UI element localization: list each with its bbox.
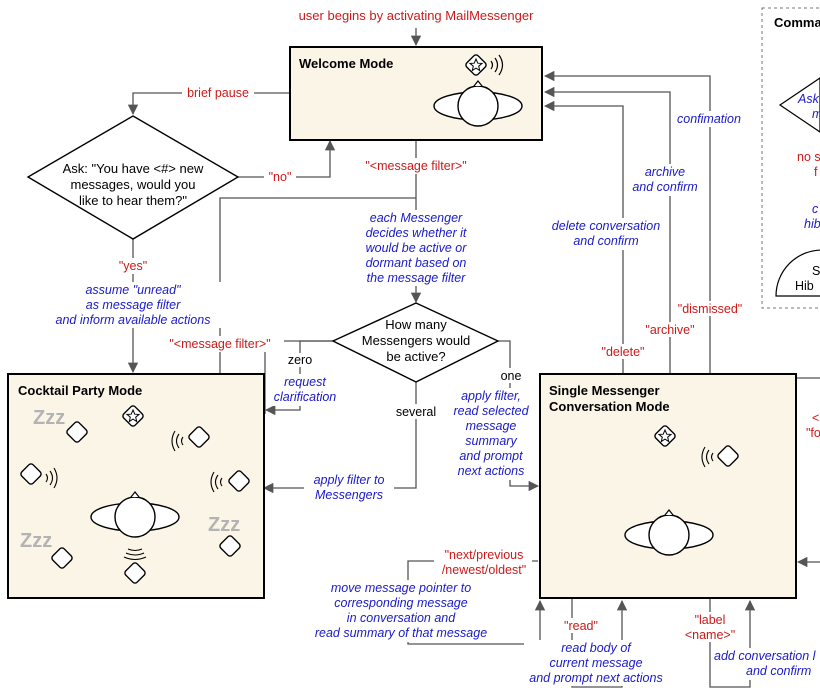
svg-text:message: message <box>466 419 517 433</box>
diagram-title: user begins by activating MailMessenger <box>299 8 535 23</box>
several-label: several <box>396 405 436 419</box>
svg-text:decides whether it: decides whether it <box>366 226 467 240</box>
svg-text:read summary of that message: read summary of that message <box>315 626 487 640</box>
svg-text:confimation: confimation <box>677 112 741 126</box>
svg-text:delete conversation: delete conversation <box>552 219 660 233</box>
request-clarification-note: request clarification <box>272 374 340 406</box>
svg-text:f: f <box>814 165 818 179</box>
svg-text:apply filter to: apply filter to <box>314 473 385 487</box>
svg-text:corresponding message: corresponding message <box>334 596 467 610</box>
svg-text:Ask: "You have <#> new: Ask: "You have <#> new <box>63 161 204 176</box>
message-filter-label: "<message filter>" <box>365 159 466 173</box>
brief-pause-label: brief pause <box>187 86 249 100</box>
each-messenger-note: each Messenger decides whether it would … <box>358 210 474 286</box>
svg-text:like to hear them?": like to hear them?" <box>79 193 187 208</box>
svg-text:read selected: read selected <box>453 404 529 418</box>
svg-text:each Messenger: each Messenger <box>370 211 463 225</box>
add-conversation-note: add conversation l and confirm <box>712 648 820 680</box>
cocktail-mode-title: Cocktail Party Mode <box>18 383 142 398</box>
no-label: "no" <box>269 170 292 184</box>
single-messenger-mode-box: Single Messenger Conversation Mode <box>539 373 797 599</box>
archive-confirm-note: archive and confirm <box>628 164 704 196</box>
svg-text:and prompt next actions: and prompt next actions <box>529 671 662 685</box>
cocktail-party-mode-box: Cocktail Party Mode Zzz Zzz Zzz <box>7 373 265 599</box>
speaker-waves-icon <box>490 54 504 76</box>
apply-filter-to-messengers-note: apply filter to Messengers <box>304 472 394 504</box>
svg-text:in conversation and: in conversation and <box>347 611 456 625</box>
svg-text:and inform available actions: and inform available actions <box>56 313 211 327</box>
svg-text:"fo: "fo <box>806 426 820 440</box>
svg-text:current message: current message <box>549 656 642 670</box>
svg-text:How many: How many <box>385 317 447 332</box>
one-label: one <box>501 369 522 383</box>
svg-text:Messengers would: Messengers would <box>362 333 470 348</box>
svg-text:would be active or: would be active or <box>366 241 468 255</box>
svg-text:messages, would you: messages, would you <box>70 177 195 192</box>
svg-text:no s: no s <box>797 150 820 164</box>
zzz-label: Zzz <box>208 514 240 536</box>
svg-text:/newest/oldest": /newest/oldest" <box>442 563 526 577</box>
svg-text:the message filter: the message filter <box>367 271 466 285</box>
svg-text:and confirm: and confirm <box>632 180 697 194</box>
speaker-waves-icon <box>701 446 714 468</box>
svg-text:move message pointer to: move message pointer to <box>331 581 471 595</box>
svg-text:<: < <box>812 411 819 425</box>
svg-text:as message filter: as message filter <box>86 298 181 312</box>
svg-text:<name>": <name>" <box>685 628 735 642</box>
archive-label: "archive" <box>645 323 694 337</box>
read-body-note: read body of current message and prompt … <box>524 640 670 686</box>
svg-text:m: m <box>812 107 820 121</box>
svg-text:archive: archive <box>645 165 685 179</box>
single-mode-title-line1: Single Messenger <box>549 383 660 398</box>
apply-filter-one-note: apply filter, read selected message summ… <box>448 388 534 480</box>
move-pointer-note: move message pointer to corresponding me… <box>306 580 502 642</box>
zzz-label: Zzz <box>33 407 65 429</box>
svg-text:and confirm: and confirm <box>573 234 638 248</box>
confirmation-note: confimation <box>672 111 746 127</box>
commands-sidebar: Comma Ask m no s f c hib S Hib "fo < a <box>761 7 820 440</box>
svg-text:hib: hib <box>804 217 820 231</box>
welcome-mode-box: Welcome Mode <box>289 46 543 141</box>
svg-text:dormant based on: dormant based on <box>366 256 467 270</box>
svg-text:clarification: clarification <box>274 390 337 404</box>
svg-text:be active?: be active? <box>386 349 445 364</box>
sidebar-title: Comma <box>774 15 820 30</box>
delete-conversation-note: delete conversation and confirm <box>548 218 666 250</box>
zero-label: zero <box>288 353 312 367</box>
yes-label: "yes" <box>119 259 147 273</box>
read-label: "read" <box>564 619 598 633</box>
delete-label: "delete" <box>602 345 645 359</box>
svg-text:S: S <box>812 264 820 278</box>
next-previous-label: "next/previous <box>445 548 524 562</box>
svg-text:apply filter,: apply filter, <box>461 389 521 403</box>
welcome-mode-title: Welcome Mode <box>299 56 393 71</box>
speaker-waves-icon <box>45 430 223 561</box>
how-many-active-decision: How many Messengers would be active? <box>331 302 500 383</box>
svg-text:Ask: Ask <box>797 92 820 106</box>
svg-text:and confirm: and confirm <box>746 664 811 678</box>
svg-text:read body of: read body of <box>561 641 632 655</box>
label-name-label: "label <box>695 613 726 627</box>
svg-text:add conversation l: add conversation l <box>714 649 817 663</box>
ask-new-messages-decision: Ask: "You have <#> new messages, would y… <box>26 115 240 240</box>
svg-text:next actions: next actions <box>458 464 525 478</box>
svg-text:a: a <box>815 426 820 440</box>
dismissed-label: "dismissed" <box>678 302 742 316</box>
svg-text:c: c <box>812 202 819 216</box>
zzz-label: Zzz <box>20 530 52 552</box>
svg-text:request: request <box>284 375 326 389</box>
single-mode-title-line2: Conversation Mode <box>549 399 670 414</box>
svg-text:summary: summary <box>465 434 517 448</box>
svg-text:Messengers: Messengers <box>315 488 383 502</box>
svg-text:assume "unread": assume "unread" <box>85 283 181 297</box>
svg-text:Hib: Hib <box>795 279 814 293</box>
message-filter-label: "<message filter>" <box>169 337 270 351</box>
svg-text:and prompt: and prompt <box>459 449 523 463</box>
assume-unread-note: assume "unread" as message filter and in… <box>20 282 246 328</box>
